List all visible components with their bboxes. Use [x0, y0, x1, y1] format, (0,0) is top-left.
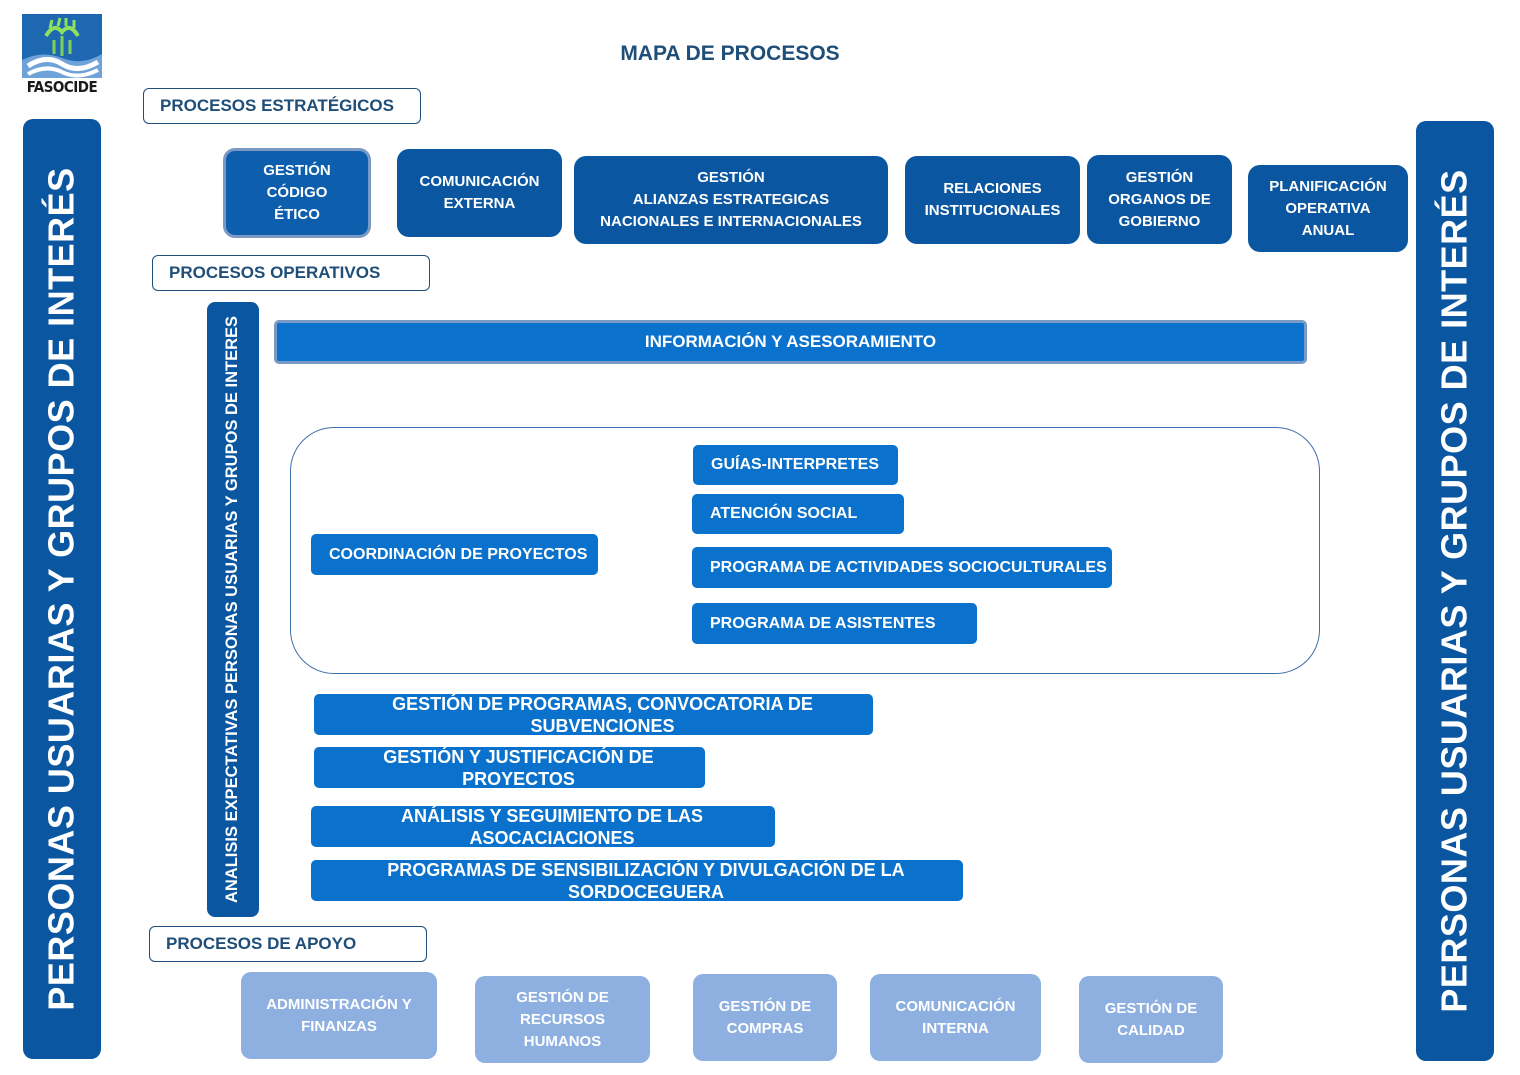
- expectations-pillar-label: ANALISIS EXPECTATIVAS PERSONAS USUARIAS …: [223, 315, 242, 904]
- support-box-comunicacion-interna: COMUNICACIÓN INTERNA: [870, 974, 1041, 1061]
- section-apoyo: PROCESOS DE APOYO: [149, 926, 427, 962]
- operational-asistentes: PROGRAMA DE ASISTENTES: [692, 603, 977, 644]
- section-estrategicos: PROCESOS ESTRATÉGICOS: [143, 88, 421, 124]
- strategic-box-comunicacion-externa: COMUNICACIÓN EXTERNA: [397, 149, 562, 237]
- operational-gestion-programas: GESTIÓN DE PROGRAMAS, CONVOCATORIA DE SU…: [314, 694, 873, 736]
- strategic-box-codigo-etico: GESTIÓN CÓDIGO ÉTICO: [223, 148, 371, 238]
- support-box-administracion: ADMINISTRACIÓN Y FINANZAS: [241, 972, 437, 1059]
- left-pillar-label: PERSONAS USUARIAS Y GRUPOS DE INTERÉS: [41, 167, 82, 1011]
- operational-actividades: PROGRAMA DE ACTIVIDADES SOCIOCULTURALES: [692, 547, 1112, 588]
- strategic-box-alianzas: GESTIÓN ALIANZAS ESTRATEGICAS NACIONALES…: [574, 156, 888, 244]
- operational-info-bar: INFORMACIÓN Y ASESORAMIENTO: [274, 320, 1307, 364]
- support-box-recursos-humanos: GESTIÓN DE RECURSOS HUMANOS: [475, 976, 650, 1063]
- support-box-calidad: GESTIÓN DE CALIDAD: [1079, 976, 1223, 1063]
- operational-guias: GUÍAS-INTERPRETES: [693, 445, 898, 485]
- operational-justificacion: GESTIÓN Y JUSTIFICACIÓN DE PROYECTOS: [314, 747, 705, 789]
- operational-coordinacion: COORDINACIÓN DE PROYECTOS: [311, 534, 598, 575]
- strategic-box-organos-gobierno: GESTIÓN ORGANOS DE GOBIERNO: [1087, 155, 1232, 244]
- section-operativos: PROCESOS OPERATIVOS: [152, 255, 430, 291]
- operational-analisis-asociaciones: ANÁLISIS Y SEGUIMIENTO DE LAS ASOCACIACI…: [311, 806, 775, 848]
- expectations-analysis-pillar: ANALISIS EXPECTATIVAS PERSONAS USUARIAS …: [207, 302, 259, 917]
- operational-atencion-social: ATENCIÓN SOCIAL: [692, 494, 904, 534]
- right-stakeholder-pillar: PERSONAS USUARIAS Y GRUPOS DE INTERÉS: [1416, 121, 1494, 1061]
- fasocide-logo: FASOCIDE: [22, 14, 102, 100]
- operational-sensibilizacion: PROGRAMAS DE SENSIBILIZACIÓN Y DIVULGACI…: [311, 860, 963, 902]
- strategic-box-relaciones: RELACIONES INSTITUCIONALES: [905, 156, 1080, 244]
- support-box-compras: GESTIÓN DE COMPRAS: [693, 974, 837, 1061]
- left-stakeholder-pillar: PERSONAS USUARIAS Y GRUPOS DE INTERÉS: [23, 119, 101, 1059]
- logo-graphic-icon: [22, 14, 102, 78]
- right-pillar-label: PERSONAS USUARIAS Y GRUPOS DE INTERÉS: [1434, 169, 1475, 1013]
- page-title: MAPA DE PROCESOS: [620, 42, 840, 65]
- strategic-box-planificacion: PLANIFICACIÓN OPERATIVA ANUAL: [1248, 165, 1408, 252]
- logo-text: FASOCIDE: [26, 78, 98, 96]
